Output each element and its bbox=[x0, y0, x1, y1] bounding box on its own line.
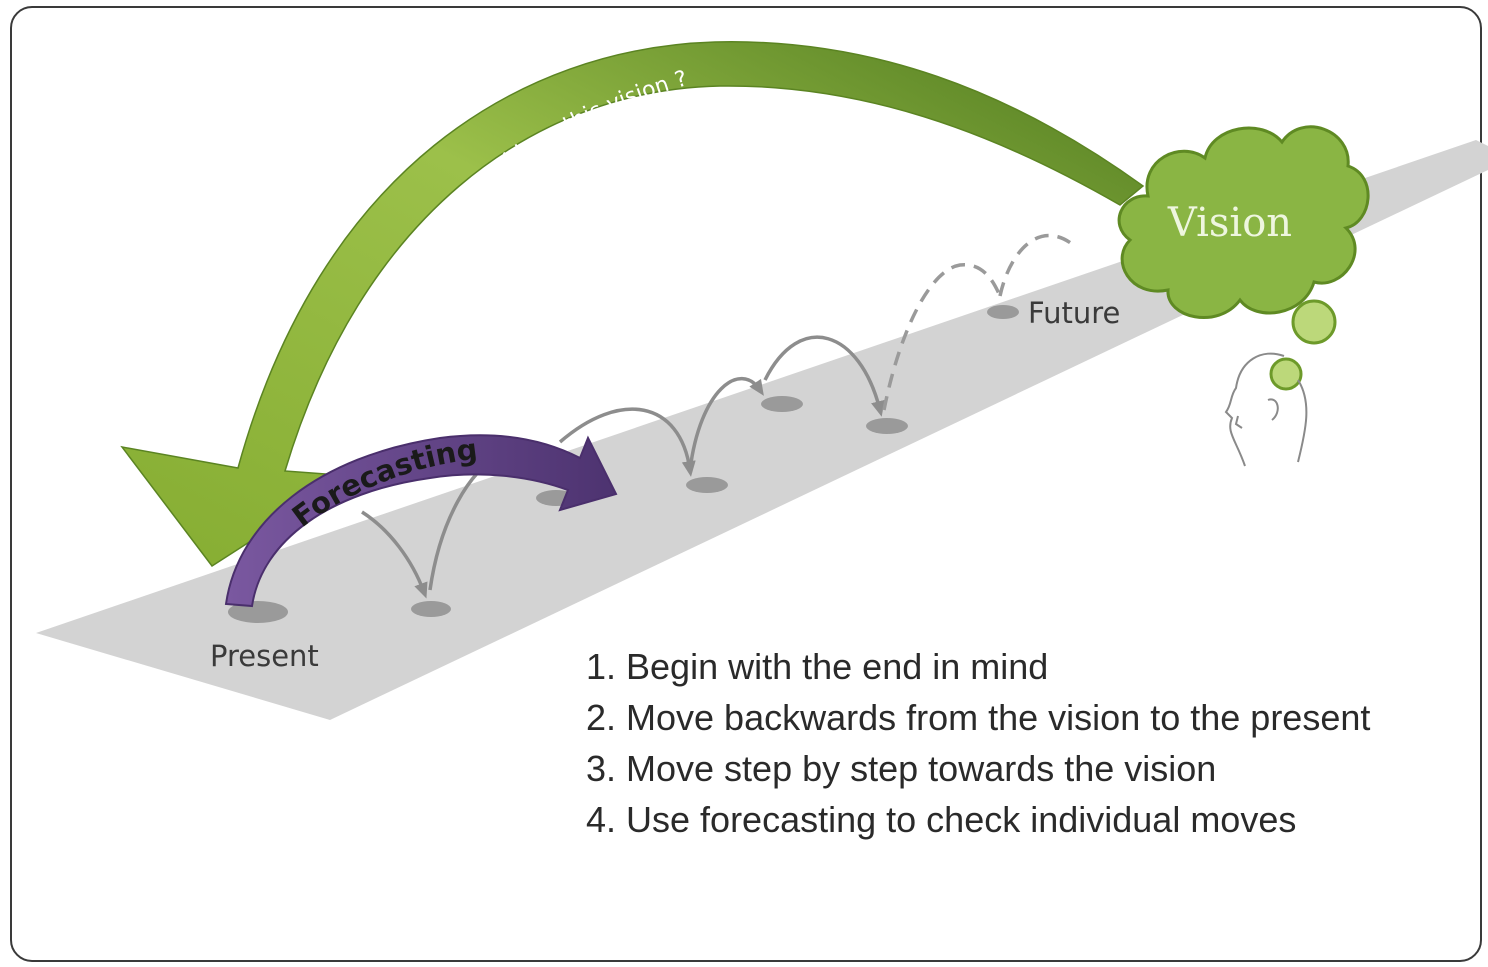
backcasting-arrow bbox=[120, 41, 1145, 568]
list-item: 3. Move step by step towards the vision bbox=[586, 748, 1217, 789]
step-dot-6 bbox=[866, 418, 908, 434]
principles-list: 1. Begin with the end in mind 2. Move ba… bbox=[586, 641, 1370, 845]
future-hop-arcs bbox=[882, 233, 1074, 411]
timeline-path bbox=[36, 140, 1488, 720]
step-dot-5 bbox=[761, 396, 803, 412]
step-dot-present bbox=[228, 601, 288, 623]
vision-cloud bbox=[1117, 125, 1370, 391]
future-label: Future bbox=[1028, 296, 1120, 330]
list-item: 4. Use forecasting to check individual m… bbox=[586, 799, 1297, 840]
list-item: 1. Begin with the end in mind bbox=[586, 646, 1049, 687]
head-icon bbox=[1224, 352, 1308, 467]
step-dot-4 bbox=[686, 477, 728, 493]
thought-bubble-large bbox=[1291, 299, 1337, 345]
step-dot-future bbox=[987, 305, 1019, 319]
forecasting-arrow bbox=[224, 434, 618, 608]
vision-label: Vision bbox=[1167, 200, 1292, 246]
step-dot-2 bbox=[411, 601, 451, 617]
thought-bubble-small bbox=[1269, 357, 1303, 391]
list-item: 2. Move backwards from the vision to the… bbox=[586, 697, 1371, 738]
present-label: Present bbox=[210, 639, 319, 673]
